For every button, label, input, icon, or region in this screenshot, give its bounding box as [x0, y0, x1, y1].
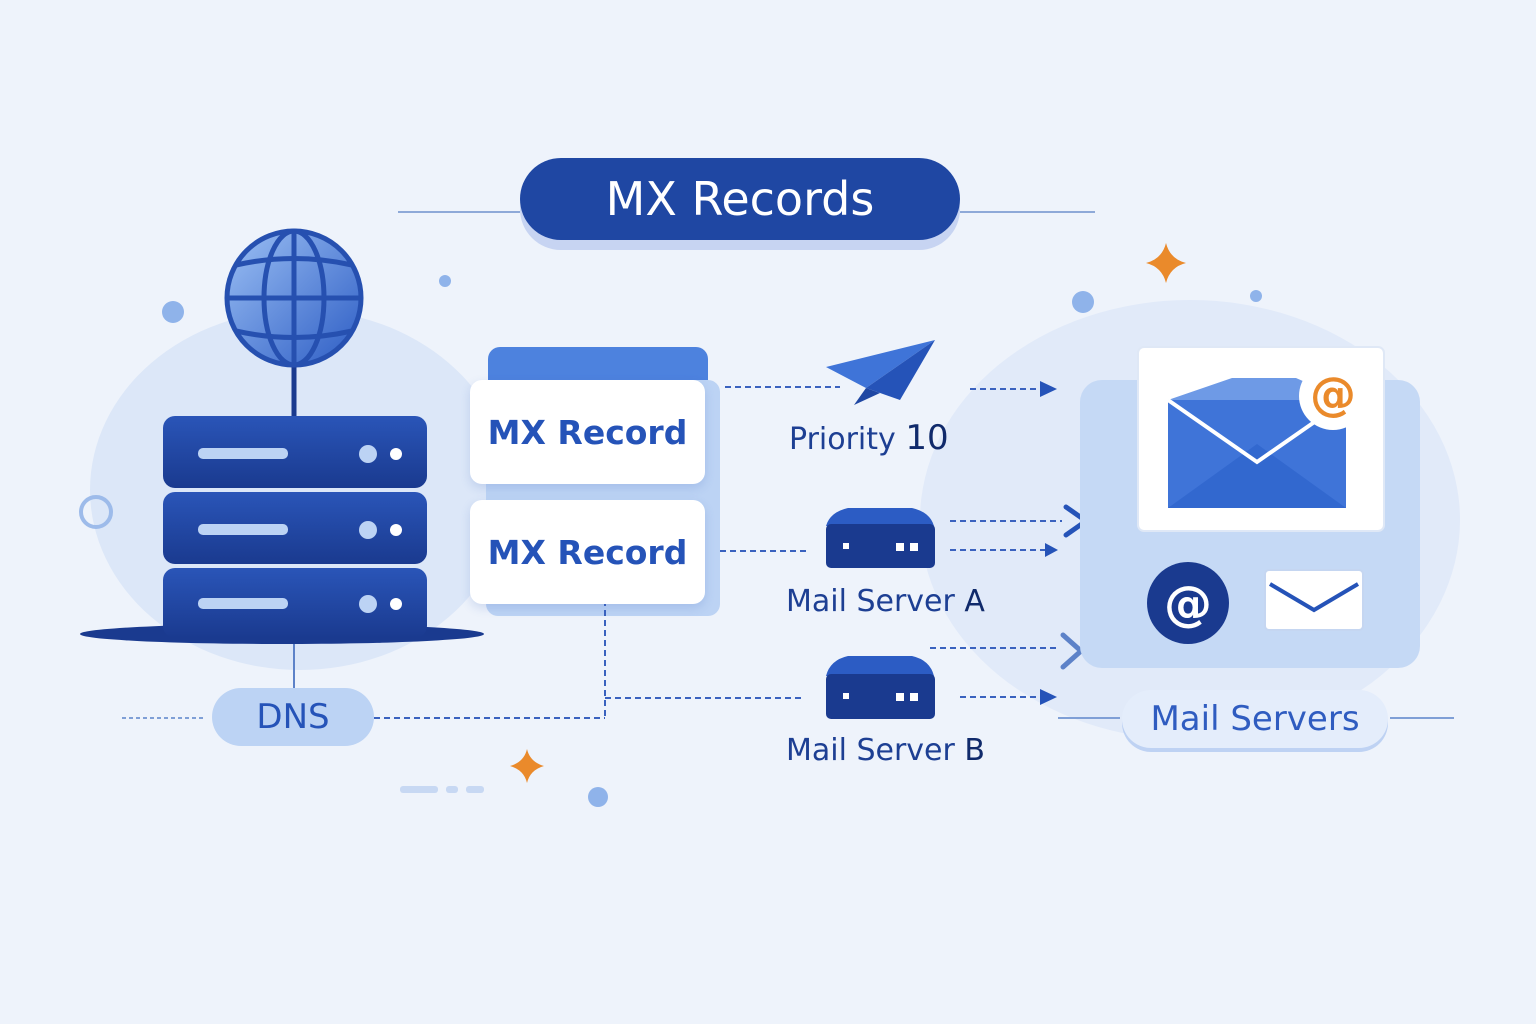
title-banner: MX Records	[520, 158, 960, 240]
mail-server-a-icon	[826, 508, 935, 568]
flow-connectors	[374, 386, 1062, 719]
svg-text:@: @	[1310, 367, 1356, 421]
mx-record-card: MX Record	[470, 380, 705, 484]
deco-dot	[1250, 290, 1262, 302]
priority-value: 10	[905, 418, 949, 458]
server-rack-icon	[80, 416, 484, 644]
mail-servers-label-text: Mail Servers	[1150, 699, 1360, 739]
at-badge-icon: @	[1299, 362, 1367, 430]
at-sign-icon: @	[1147, 562, 1229, 644]
priority-label: Priority 10	[789, 418, 949, 458]
mail-server-b-label: Mail Server B	[786, 733, 985, 768]
mx-record-label: MX Record	[487, 412, 688, 452]
mx-record-label: MX Record	[487, 532, 688, 572]
deco-dash	[446, 786, 458, 793]
paper-plane-icon	[826, 340, 935, 405]
flow-arrowheads	[1040, 381, 1058, 705]
deco-dot	[588, 787, 608, 807]
server-prefix: Mail Server	[786, 733, 955, 768]
small-envelope-icon	[1264, 569, 1364, 631]
dns-label: DNS	[212, 688, 374, 746]
mail-server-a-label: Mail Server A	[786, 584, 985, 619]
deco-dot	[439, 275, 451, 287]
deco-dot	[162, 301, 184, 323]
sparkle-icon	[1146, 243, 1186, 283]
priority-prefix: Priority	[789, 422, 896, 457]
deco-dot	[1072, 291, 1094, 313]
server-prefix: Mail Server	[786, 584, 955, 619]
sparkle-icon	[510, 749, 544, 783]
server-id: A	[964, 584, 985, 619]
mx-record-card: MX Record	[470, 500, 705, 604]
deco-dash	[466, 786, 484, 793]
dns-label-text: DNS	[256, 697, 330, 737]
svg-text:@: @	[1164, 576, 1212, 632]
mail-server-b-icon	[826, 656, 935, 719]
deco-ring	[79, 495, 113, 529]
globe-icon	[224, 228, 364, 418]
title-text: MX Records	[605, 172, 875, 226]
mail-servers-label: Mail Servers	[1122, 690, 1388, 748]
server-id: B	[964, 733, 985, 768]
deco-dash	[400, 786, 438, 793]
